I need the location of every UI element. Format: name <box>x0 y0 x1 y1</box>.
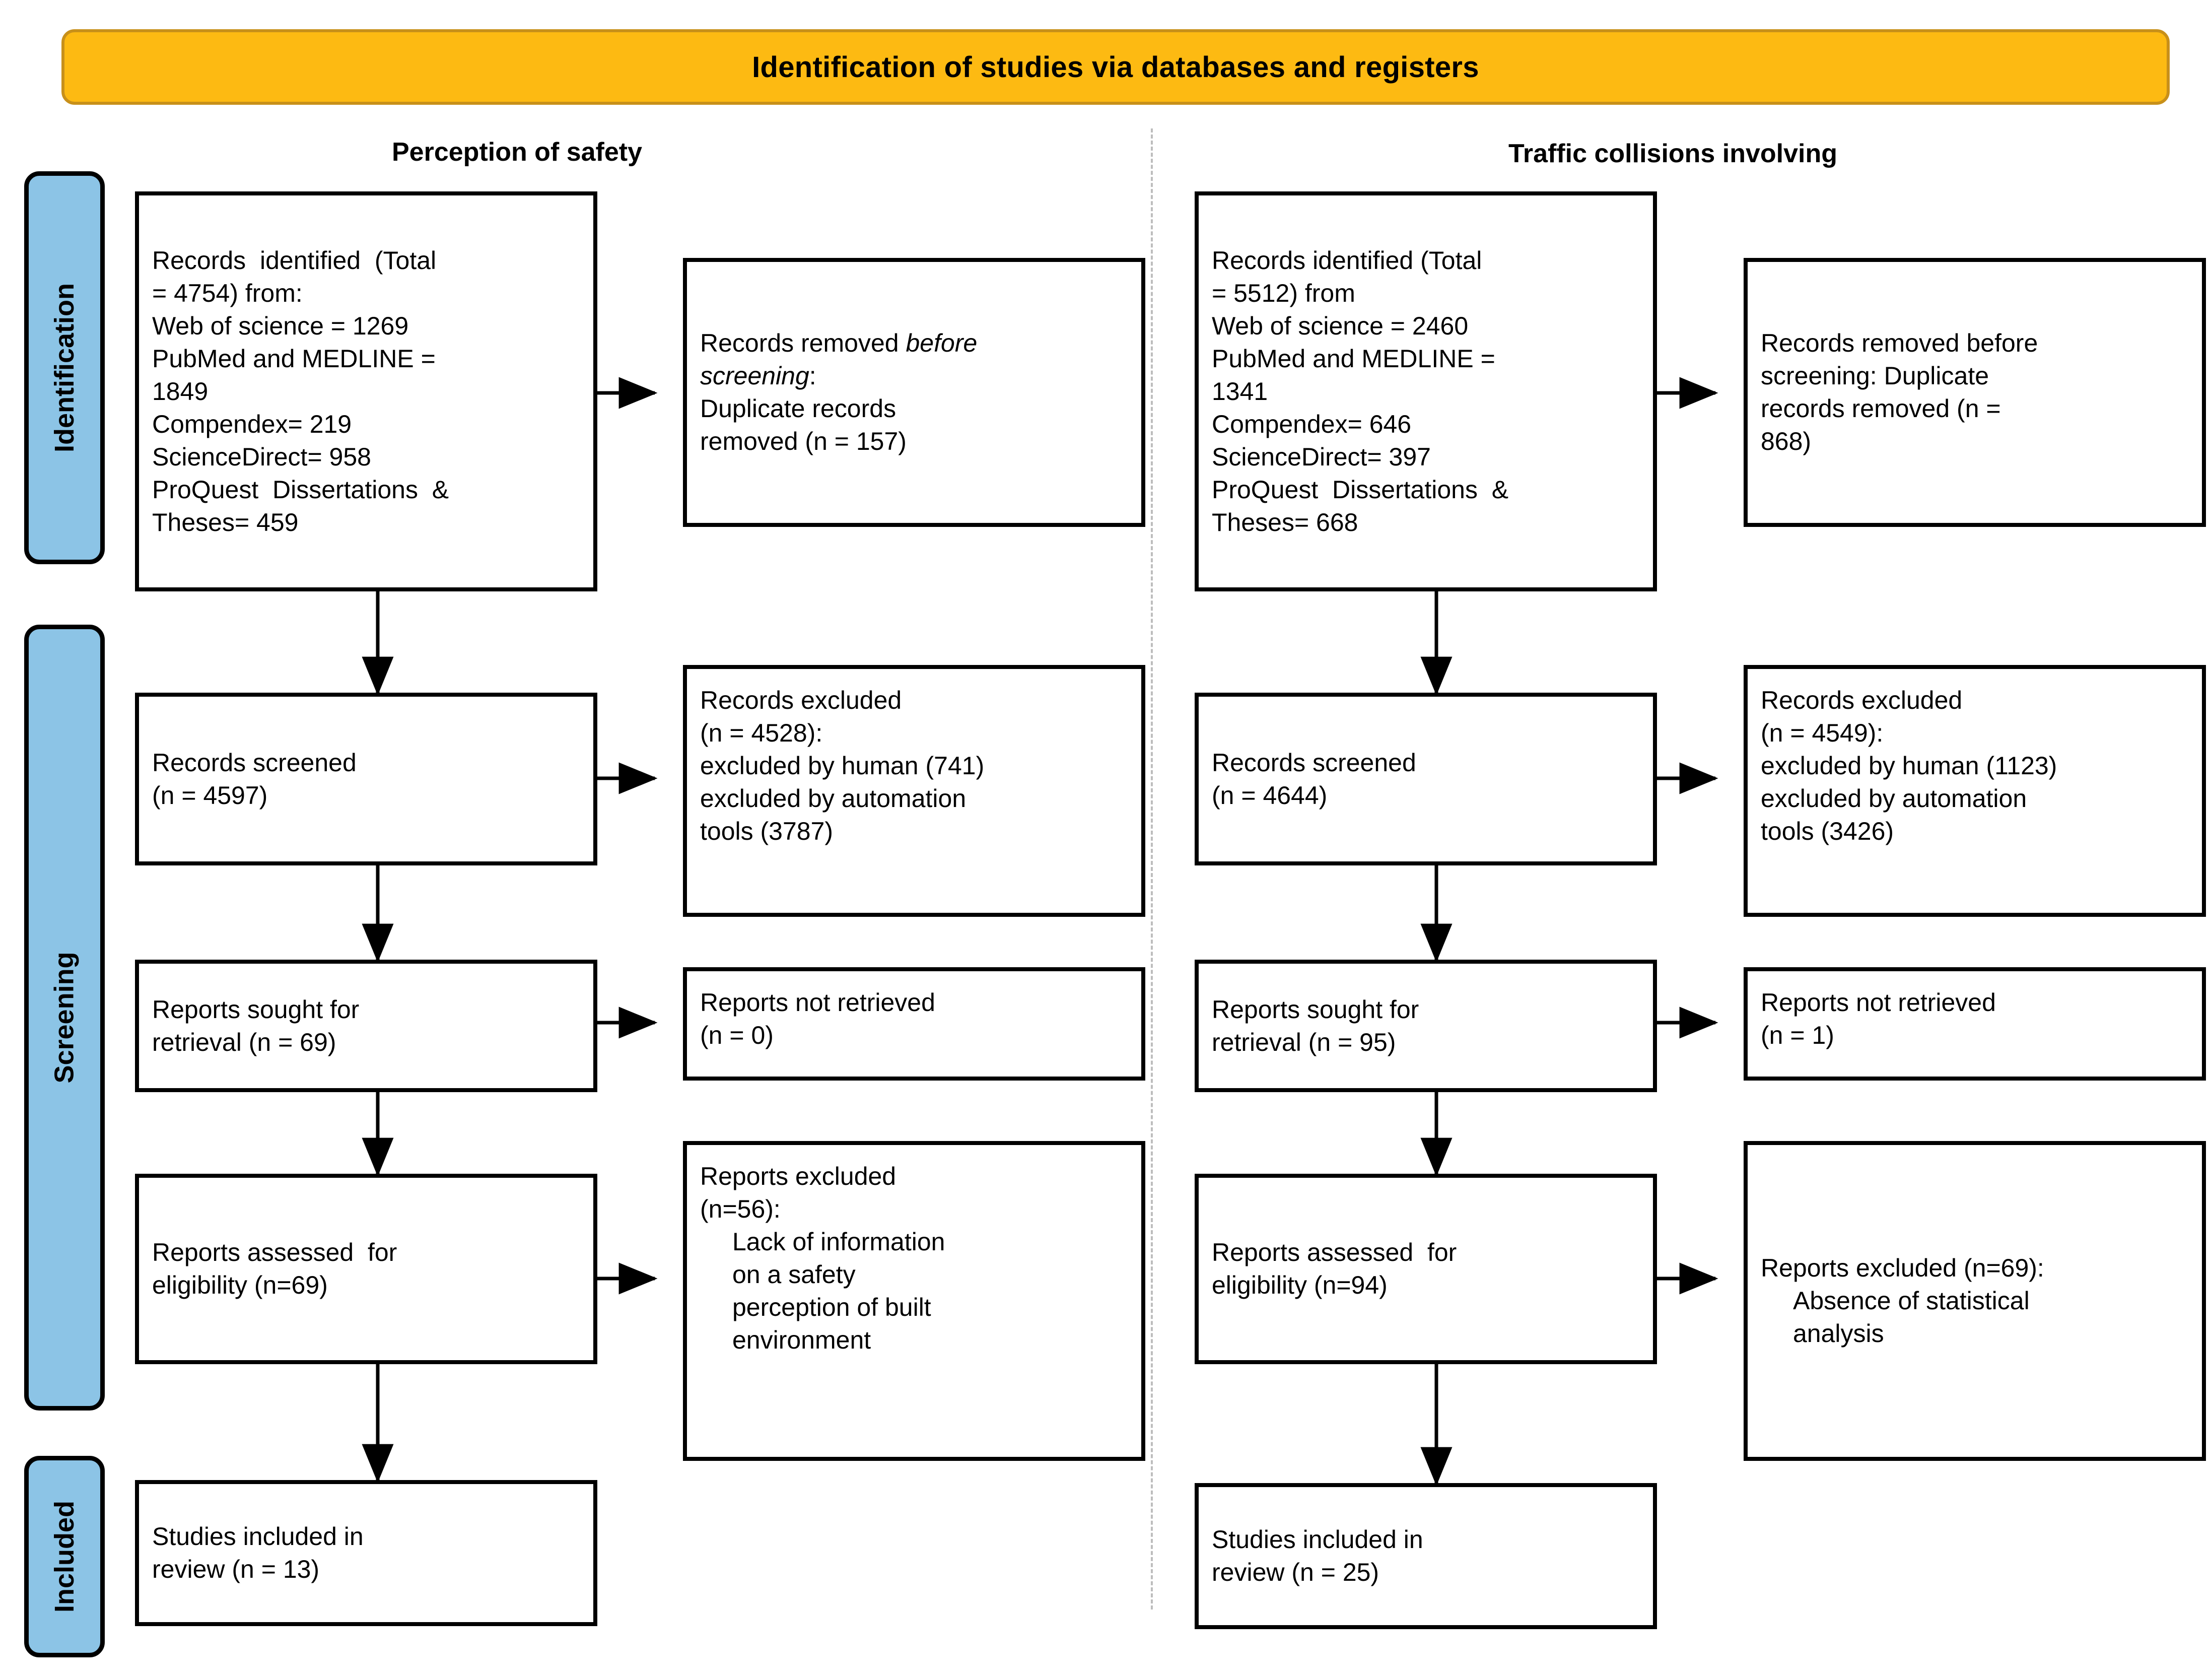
phase-label-included: Included <box>49 1500 80 1613</box>
box-line: retrieval (n = 95) <box>1212 1028 1396 1056</box>
box-line: Theses= 459 <box>152 508 299 536</box>
box-line: tools (3426) <box>1761 817 1894 845</box>
box-line: Records screened <box>152 748 357 777</box>
box-line: PubMed and MEDLINE = <box>1212 344 1495 373</box>
box-studies-included-right: Studies included in review (n = 25) <box>1195 1483 1657 1629</box>
box-line: Reports not retrieved <box>700 988 935 1017</box>
box-line: environment <box>732 1326 871 1354</box>
phase-label-identification: Identification <box>49 283 80 452</box>
box-line: (n = 0) <box>700 1021 774 1049</box>
phase-pill-identification: Identification <box>24 171 105 564</box>
box-line: Records identified (Total <box>152 246 437 275</box>
box-line: Records identified (Total <box>1212 246 1482 275</box>
box-line: 1849 <box>152 377 209 406</box>
box-line: (n=56): <box>700 1195 781 1223</box>
box-line: Lack of information <box>732 1228 945 1256</box>
box-records-identified-right: Records identified (Total = 5512) from W… <box>1195 191 1657 591</box>
box-line: excluded by automation <box>700 784 966 813</box>
phase-pill-included: Included <box>24 1456 105 1657</box>
box-records-removed-left: Records removed before screening: Duplic… <box>683 258 1145 527</box>
box-line: perception of built <box>732 1293 931 1321</box>
column-heading-right: Traffic collisions involving <box>1508 139 1838 168</box>
box-reports-not-retrieved-right: Reports not retrieved (n = 1) <box>1744 967 2206 1081</box>
box-line: (n = 4528): <box>700 719 823 747</box>
box-line: analysis <box>1793 1319 1884 1348</box>
box-line: ProQuest Dissertations & <box>152 475 449 504</box>
box-line: (n = 4549): <box>1761 719 1884 747</box>
box-line: eligibility (n=69) <box>152 1271 328 1299</box>
box-line: Web of science = 2460 <box>1212 311 1469 340</box>
box-line: Theses= 668 <box>1212 508 1358 536</box>
box-line: ProQuest Dissertations & <box>1212 475 1509 504</box>
box-reports-excluded-left: Reports excluded (n=56): Lack of informa… <box>683 1141 1145 1461</box>
box-line: excluded by automation <box>1761 784 2027 813</box>
box-line: retrieval (n = 69) <box>152 1028 336 1056</box>
box-line: 868) <box>1761 427 1812 455</box>
box-line: removed (n = 157) <box>700 427 907 455</box>
box-line: tools (3787) <box>700 817 834 845</box>
box-line: review (n = 13) <box>152 1555 320 1583</box>
column-heading-left: Perception of safety <box>392 138 643 167</box>
box-line: PubMed and MEDLINE = <box>152 344 436 373</box>
column-divider <box>1151 128 1153 1609</box>
box-line: (n = 1) <box>1761 1021 1834 1049</box>
box-line: records removed (n = <box>1761 394 2001 423</box>
box-line: eligibility (n=94) <box>1212 1271 1388 1299</box>
box-line: Compendex= 219 <box>152 410 352 438</box>
box-line: Compendex= 646 <box>1212 410 1412 438</box>
box-records-excluded-right: Records excluded (n = 4549): excluded by… <box>1744 665 2206 917</box>
box-line: Records removed before <box>700 329 978 357</box>
box-reports-sought-left: Reports sought for retrieval (n = 69) <box>135 960 597 1092</box>
box-line: Duplicate records <box>700 394 896 423</box>
box-line: = 4754) from: <box>152 279 303 307</box>
box-reports-assessed-right: Reports assessed for eligibility (n=94) <box>1195 1174 1657 1364</box>
box-reports-sought-right: Reports sought for retrieval (n = 95) <box>1195 960 1657 1092</box>
box-line: excluded by human (741) <box>700 752 985 780</box>
box-records-screened-left: Records screened (n = 4597) <box>135 693 597 865</box>
box-line: Reports not retrieved <box>1761 988 1996 1017</box>
box-records-excluded-left: Records excluded (n = 4528): excluded by… <box>683 665 1145 917</box>
box-line: (n = 4597) <box>152 781 268 810</box>
box-records-removed-right: Records removed before screening: Duplic… <box>1744 258 2206 527</box>
box-line: Reports assessed for <box>152 1238 397 1266</box>
box-reports-excluded-right: Reports excluded (n=69): Absence of stat… <box>1744 1141 2206 1461</box>
box-line: Studies included in <box>1212 1525 1423 1554</box>
box-line: ScienceDirect= 958 <box>152 442 371 471</box>
box-line: Reports excluded (n=69): <box>1761 1254 2044 1282</box>
box-line: screening: <box>700 362 816 390</box>
box-line: on a safety <box>732 1260 856 1289</box>
box-line: Absence of statistical <box>1793 1287 2030 1315</box>
box-line: Studies included in <box>152 1522 364 1551</box>
box-line: Reports assessed for <box>1212 1238 1457 1266</box>
page-title: Identification of studies via databases … <box>752 50 1479 84</box>
box-line: Records excluded <box>1761 686 1963 714</box>
box-line: (n = 4644) <box>1212 781 1328 810</box>
box-line: Reports sought for <box>152 995 360 1024</box>
box-line: Records screened <box>1212 748 1416 777</box>
box-line: Records removed before <box>1761 329 2038 357</box>
box-line: ScienceDirect= 397 <box>1212 442 1431 471</box>
box-records-identified-left: Records identified (Total = 4754) from: … <box>135 191 597 591</box>
box-reports-assessed-left: Reports assessed for eligibility (n=69) <box>135 1174 597 1364</box>
phase-label-screening: Screening <box>49 952 80 1084</box>
box-line: screening: Duplicate <box>1761 362 1989 390</box>
box-line: excluded by human (1123) <box>1761 752 2057 780</box>
box-reports-not-retrieved-left: Reports not retrieved (n = 0) <box>683 967 1145 1081</box>
box-line: review (n = 25) <box>1212 1558 1379 1586</box>
box-line: Reports excluded <box>700 1162 896 1190</box>
box-line: = 5512) from <box>1212 279 1355 307</box>
box-studies-included-left: Studies included in review (n = 13) <box>135 1480 597 1626</box>
box-records-screened-right: Records screened (n = 4644) <box>1195 693 1657 865</box>
box-line: 1341 <box>1212 377 1268 406</box>
identification-header-banner: Identification of studies via databases … <box>61 29 2170 105</box>
phase-pill-screening: Screening <box>24 625 105 1411</box>
box-line: Web of science = 1269 <box>152 311 409 340</box>
box-line: Records excluded <box>700 686 902 714</box>
box-line: Reports sought for <box>1212 995 1419 1024</box>
